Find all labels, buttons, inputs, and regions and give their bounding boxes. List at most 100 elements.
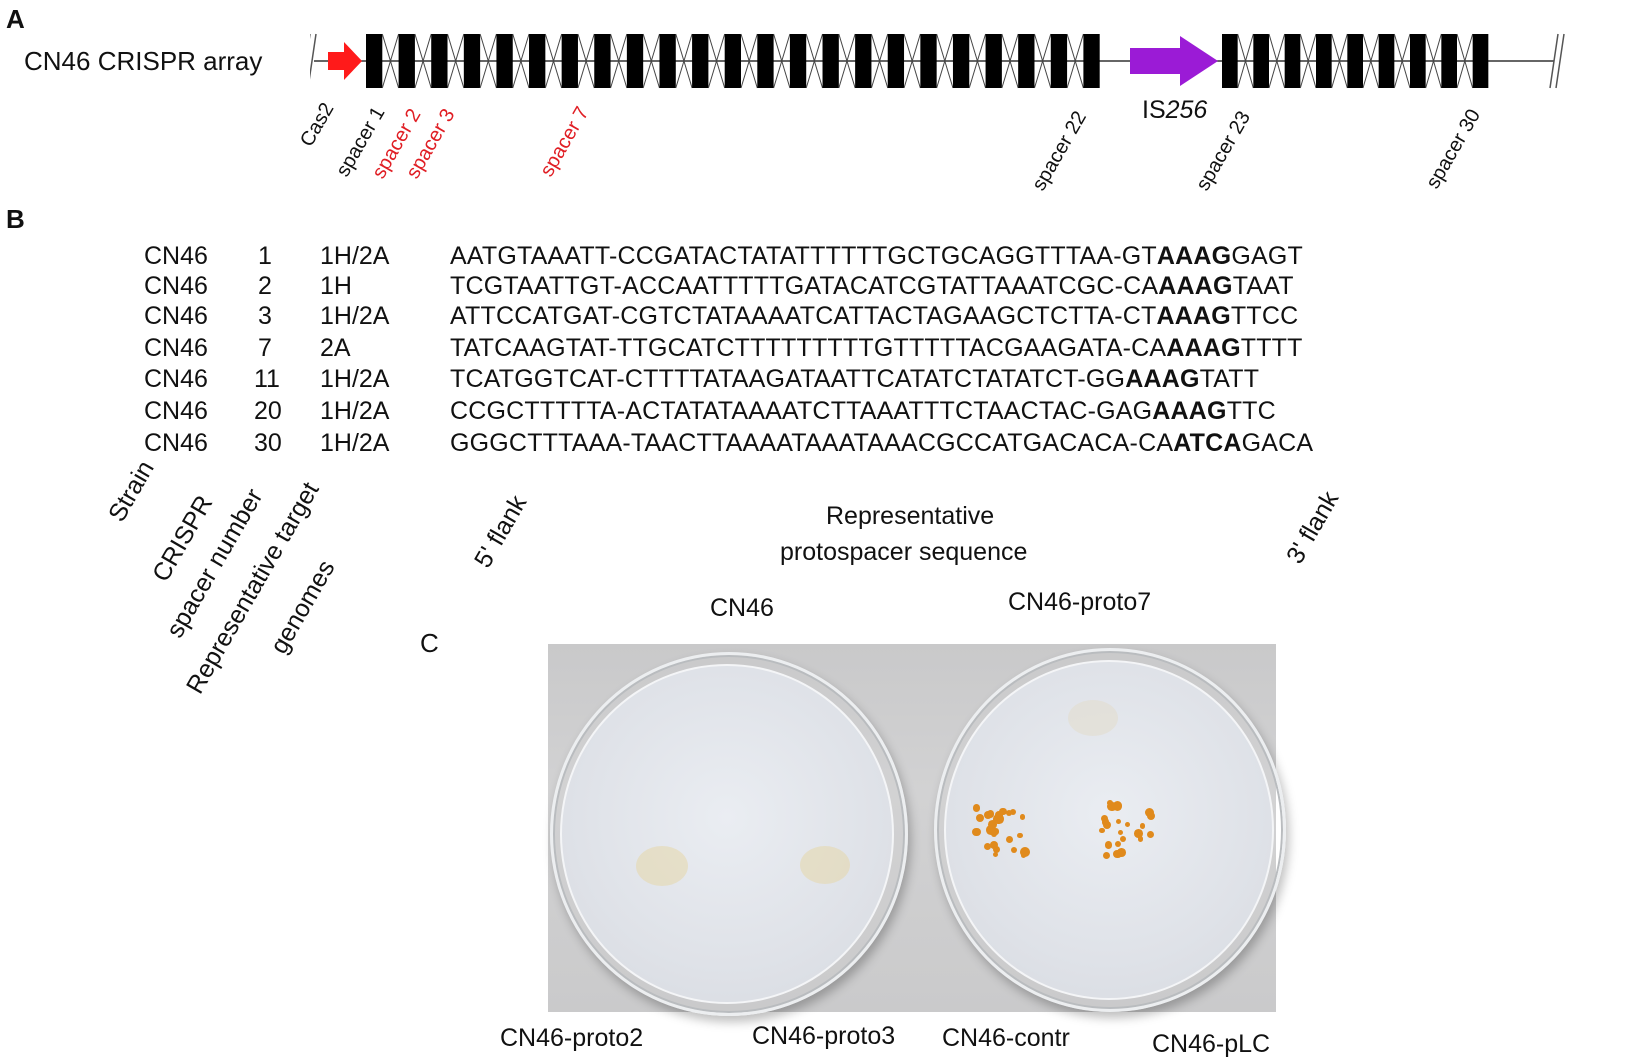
row-target-genomes: 1H/2A <box>320 302 390 330</box>
colony <box>1100 814 1109 822</box>
colony <box>986 824 996 835</box>
row-target-genomes: 2A <box>320 334 351 362</box>
row-protospacer-sequence: ATTCCATGAT-CGTCTATAAAATCATTACTAGAAGCTCTT… <box>450 302 1298 331</box>
colony <box>1133 828 1143 838</box>
colony <box>990 841 999 850</box>
sequence-body: TCATGGTCAT-CTTTTATAAGATAATTCATATCTATATCT… <box>450 365 1126 393</box>
spacer-cross-line <box>675 33 693 89</box>
sequence-3-flank: GAGT <box>1231 242 1303 270</box>
repeat-block <box>1284 34 1301 88</box>
spacer-cross-line <box>1268 33 1286 89</box>
col-proto-1: Representative <box>826 502 995 530</box>
repeat-block <box>985 34 1002 88</box>
spot-proto2 <box>636 846 688 886</box>
plate-label-cn46: CN46 <box>710 594 774 622</box>
row-target-genomes: 1H/2A <box>320 242 390 270</box>
colony <box>1107 801 1117 812</box>
row-strain: CN46 <box>144 334 208 362</box>
label-spacer-7: spacer 7 <box>536 103 594 181</box>
pam-motif: AAAG <box>1152 397 1227 425</box>
repeat-block <box>659 34 676 88</box>
spacer-cross-line <box>1362 33 1380 89</box>
sequence-3-flank: TTC <box>1226 397 1276 425</box>
col-strain: Strain <box>102 455 160 527</box>
repeat-block <box>1378 34 1395 88</box>
left-dish <box>560 664 894 1004</box>
repeat-block <box>594 34 611 88</box>
colony <box>973 804 981 812</box>
label-is256: IS256 <box>1142 96 1208 124</box>
row-spacer-number: 2 <box>258 272 272 300</box>
pam-motif: AAAG <box>1156 242 1232 270</box>
spacer-cross-line <box>447 33 465 89</box>
array-units-downstream <box>1222 33 1489 89</box>
plate-label-cn46-proto3: CN46-proto3 <box>752 1022 896 1050</box>
row-strain: CN46 <box>144 365 208 393</box>
panel-c-letter: C <box>420 628 439 658</box>
crispr-array-diagram <box>310 33 1565 89</box>
plate-label-cn46-contr: CN46-contr <box>942 1024 1070 1052</box>
colony <box>1006 835 1014 843</box>
colony <box>1140 823 1146 829</box>
petri-dish-photo <box>548 644 1286 1016</box>
colony <box>999 808 1007 816</box>
spacer-cross-line <box>544 33 563 89</box>
repeat-block <box>496 34 513 88</box>
spacer-cross-line <box>1425 33 1442 89</box>
colony <box>1010 846 1018 853</box>
spacer-cross-line <box>642 33 660 89</box>
row-target-genomes: 1H/2A <box>320 397 390 425</box>
colony <box>1105 841 1113 849</box>
colony <box>1102 820 1111 830</box>
repeat-block <box>1050 34 1068 88</box>
row-strain: CN46 <box>144 397 208 425</box>
spacer-cross-line <box>968 33 987 89</box>
spacer-cross-line <box>707 33 726 89</box>
colony <box>1120 835 1127 842</box>
row-protospacer-sequence: AATGTAAATT-CCGATACTATATTTTTTGCTGCAGGTTTA… <box>450 242 1303 271</box>
label-spacer-30: spacer 30 <box>1422 105 1486 193</box>
spacer-cross-line <box>1237 33 1254 89</box>
sequence-3-flank: TTCC <box>1230 302 1299 330</box>
repeat-block <box>920 34 937 88</box>
col-5-flank: 5' flank <box>468 490 533 573</box>
row-strain: CN46 <box>144 302 208 330</box>
sequence-body: TCGTAATTGT-ACCAATTTTTGATACATCGTATTAAATCG… <box>450 272 1159 300</box>
col-3-flank: 3' flank <box>1280 486 1345 569</box>
repeat-block <box>463 34 481 88</box>
row-spacer-number: 7 <box>258 334 272 362</box>
spacer-cross-line <box>381 33 400 89</box>
colony <box>1017 832 1023 839</box>
repeat-block <box>1472 34 1489 88</box>
colony <box>992 845 1001 854</box>
spacer-cross-line <box>1033 33 1052 89</box>
spacer-cross-line <box>936 33 954 89</box>
row-protospacer-sequence: TATCAAGTAT-TTGCATCTTTTTTTTTGTTTTTACGAAGA… <box>450 334 1303 363</box>
sequence-body: ATTCCATGAT-CGTCTATAAAATCATTACTAGAAGCTCTT… <box>450 302 1157 330</box>
colony <box>992 851 999 858</box>
colony <box>975 813 984 822</box>
repeat-block <box>822 34 839 88</box>
sequence-body: TATCAAGTAT-TTGCATCTTTTTTTTTGTTTTTACGAAGA… <box>450 334 1167 362</box>
row-protospacer-sequence: TCATGGTCAT-CTTTTATAAGATAATTCATATCTATATCT… <box>450 365 1259 394</box>
colony <box>1118 830 1124 836</box>
array-units-upstream <box>366 33 1100 89</box>
colony <box>1107 800 1113 806</box>
spacer-cross-line <box>512 33 530 89</box>
spacer-cross-line <box>414 33 432 89</box>
spacer-cross-line <box>870 33 889 89</box>
repeat-block <box>529 34 546 88</box>
spot-proto7 <box>1068 700 1118 736</box>
sequence-3-flank: TTTT <box>1240 334 1303 362</box>
repeat-block <box>952 34 970 88</box>
spacer-cross-line <box>479 33 497 89</box>
sequence-3-flank: GACA <box>1241 429 1314 457</box>
colony <box>1112 801 1123 811</box>
row-target-genomes: 1H/2A <box>320 365 390 393</box>
colony <box>1145 807 1155 817</box>
repeat-block <box>366 34 383 88</box>
spacer-cross-line <box>610 33 628 89</box>
spacer-cross-line <box>1001 33 1019 89</box>
repeat-block <box>626 34 644 88</box>
row-spacer-number: 3 <box>258 302 272 330</box>
